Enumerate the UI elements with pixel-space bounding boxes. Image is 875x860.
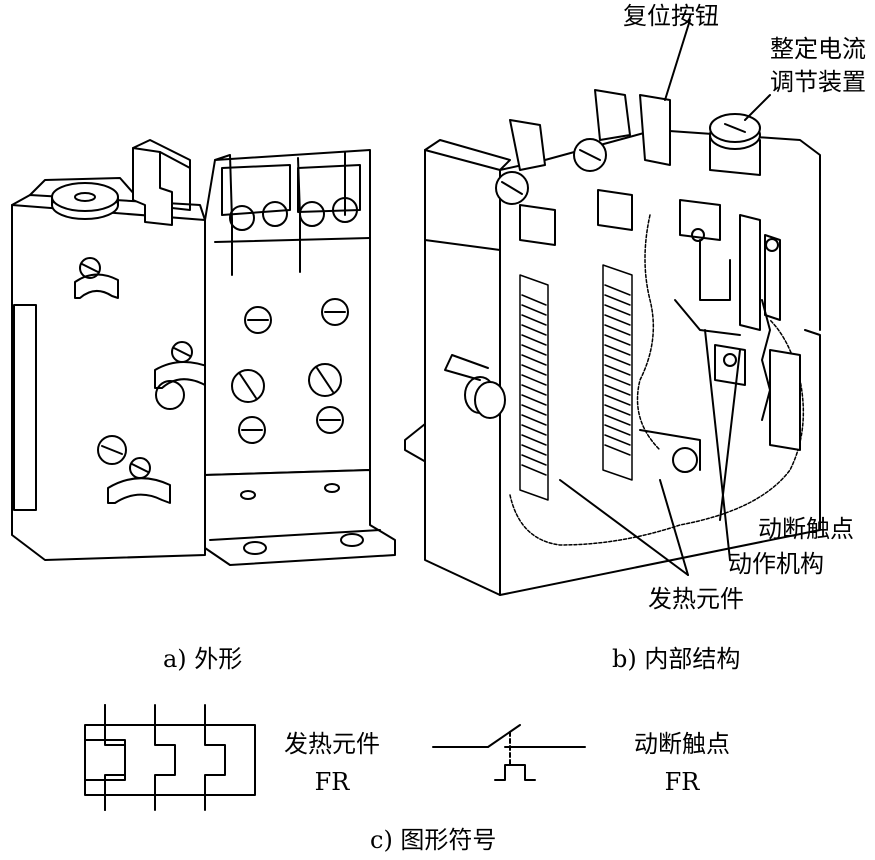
symbol-heating-element-code: FR: [314, 768, 350, 796]
label-current-adjust-line2: 调节装置: [770, 68, 866, 96]
heating-element-symbol: [84, 704, 256, 811]
label-break-contact: 动断触点: [758, 515, 854, 543]
caption-a: a) 外形: [163, 645, 243, 673]
label-current-adjust-line1: 整定电流: [770, 35, 866, 63]
break-contact-symbol: [432, 724, 586, 781]
symbol-heating-element-name: 发热元件: [284, 730, 380, 758]
label-reset-button: 复位按钮: [623, 2, 719, 30]
caption-b: b) 内部结构: [612, 645, 741, 673]
symbol-break-contact-name: 动断触点: [634, 730, 730, 758]
internal-structure-drawing: [404, 19, 821, 596]
caption-c: c) 图形符号: [370, 826, 497, 854]
label-heating-element: 发热元件: [648, 585, 744, 613]
external-view-drawing: [11, 139, 396, 566]
label-mechanism: 动作机构: [728, 550, 824, 578]
symbol-break-contact-code: FR: [664, 768, 700, 796]
